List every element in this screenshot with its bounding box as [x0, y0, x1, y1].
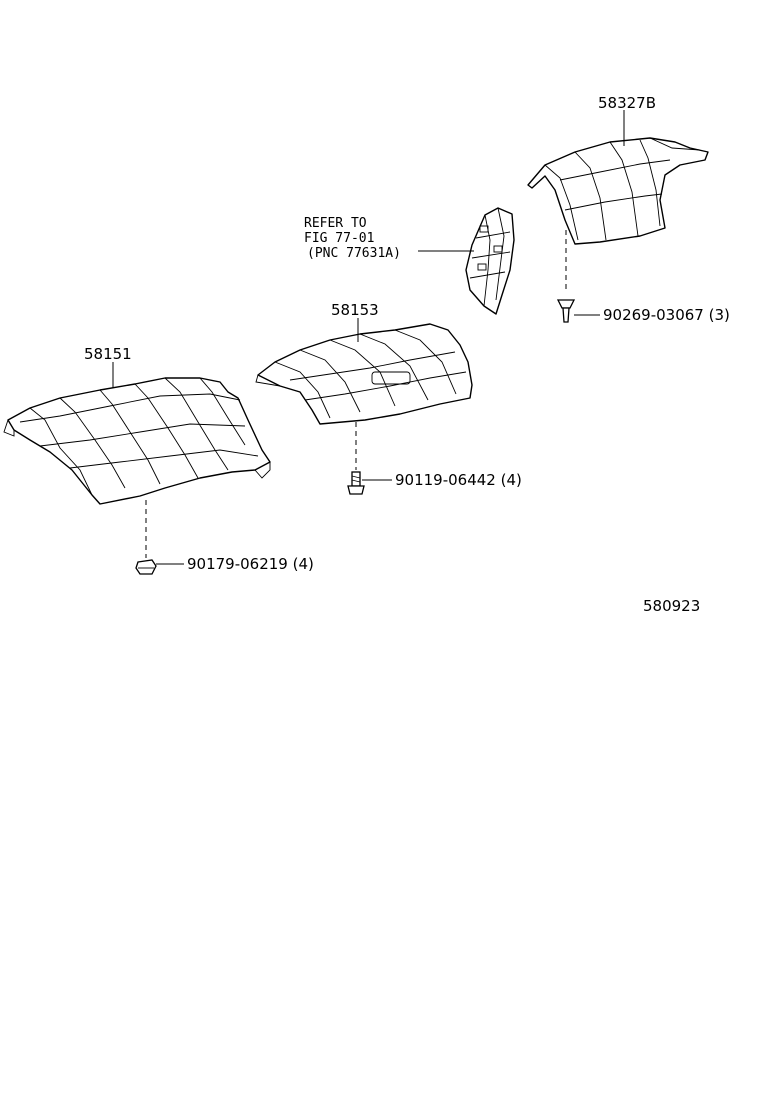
bracket-ref-line2: FIG 77-01 — [304, 231, 374, 246]
part-number-58327b: 58327B — [598, 94, 656, 112]
bracket-77631a[interactable] — [465, 207, 515, 315]
clip-90269[interactable] — [556, 299, 576, 323]
diagram-id: 580923 — [643, 597, 700, 615]
part-number-58153: 58153 — [331, 301, 379, 319]
heat-shield-58327b[interactable] — [527, 137, 709, 245]
bracket-ref-line1: REFER TO — [304, 216, 367, 231]
bracket-ref-line3: (PNC 77631A) — [307, 246, 401, 261]
nut-90179[interactable] — [135, 559, 157, 575]
bolt-90119[interactable] — [347, 471, 365, 495]
part-number-58151: 58151 — [84, 345, 132, 363]
heat-shield-58153[interactable] — [255, 323, 473, 425]
fastener-label-90269: 90269-03067 (3) — [603, 306, 730, 324]
fastener-label-90179: 90179-06219 (4) — [187, 555, 314, 573]
fastener-label-90119: 90119-06442 (4) — [395, 471, 522, 489]
heat-shield-58151[interactable] — [3, 377, 271, 505]
